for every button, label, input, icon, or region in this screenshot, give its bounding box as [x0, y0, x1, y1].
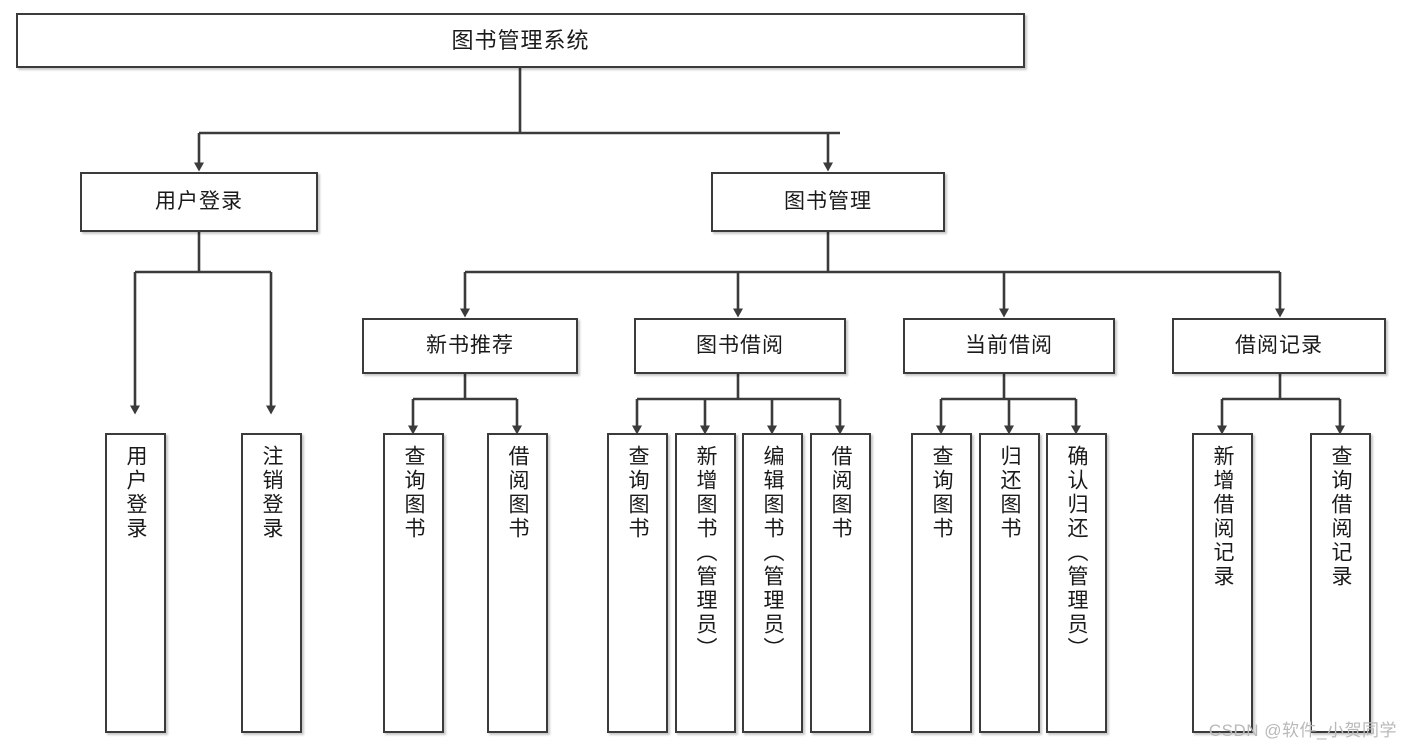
node-label: 用户登录	[155, 189, 243, 213]
node-label: 编辑图书（管理员）	[761, 445, 784, 661]
node-label: 用户登录	[124, 445, 147, 541]
node-label: 查询图书	[402, 445, 425, 541]
node-label: 新增借阅记录	[1211, 445, 1234, 589]
leaf-return-book[interactable]: 归还图书	[979, 433, 1040, 733]
node-label: 归还图书	[998, 445, 1021, 541]
connector-lines	[130, 68, 1345, 435]
node-label: 新增图书（管理员）	[694, 445, 717, 661]
node-label: 注销登录	[260, 445, 283, 541]
leaf-query-book-new[interactable]: 查询图书	[383, 433, 444, 733]
leaf-borrow-book-new[interactable]: 借阅图书	[487, 433, 548, 733]
node-label: 新书推荐	[426, 333, 514, 357]
node-label: 查询图书	[930, 445, 953, 541]
node-book-management[interactable]: 图书管理	[711, 172, 945, 232]
leaf-query-book-current[interactable]: 查询图书	[911, 433, 972, 733]
leaf-borrow-book[interactable]: 借阅图书	[810, 433, 871, 733]
leaf-query-borrow-record[interactable]: 查询借阅记录	[1310, 433, 1371, 733]
node-label: 图书管理系统	[451, 27, 590, 53]
node-book-borrowing[interactable]: 图书借阅	[634, 318, 846, 374]
node-label: 图书借阅	[696, 333, 784, 357]
node-label: 确认归还（管理员）	[1065, 445, 1088, 661]
node-label: 图书管理	[784, 189, 872, 213]
node-label: 借阅图书	[829, 445, 852, 541]
node-new-book-recommendation[interactable]: 新书推荐	[362, 318, 578, 374]
node-root-book-management-system[interactable]: 图书管理系统	[16, 13, 1025, 68]
leaf-add-borrow-record[interactable]: 新增借阅记录	[1192, 433, 1253, 733]
node-label: 借阅图书	[506, 445, 529, 541]
leaf-query-book-borrow[interactable]: 查询图书	[607, 433, 668, 733]
node-label: 查询借阅记录	[1329, 445, 1352, 589]
leaf-edit-book-admin[interactable]: 编辑图书（管理员）	[742, 433, 803, 733]
node-user-login[interactable]: 用户登录	[80, 172, 318, 232]
node-label: 当前借阅	[965, 333, 1053, 357]
leaf-logout[interactable]: 注销登录	[241, 433, 302, 733]
node-label: 借阅记录	[1235, 333, 1323, 357]
leaf-add-book-admin[interactable]: 新增图书（管理员）	[675, 433, 736, 733]
node-label: 查询图书	[626, 445, 649, 541]
leaf-user-login[interactable]: 用户登录	[105, 433, 166, 733]
node-borrowing-records[interactable]: 借阅记录	[1172, 318, 1386, 374]
leaf-confirm-return-admin[interactable]: 确认归还（管理员）	[1046, 433, 1107, 733]
node-current-borrowing[interactable]: 当前借阅	[903, 318, 1115, 374]
